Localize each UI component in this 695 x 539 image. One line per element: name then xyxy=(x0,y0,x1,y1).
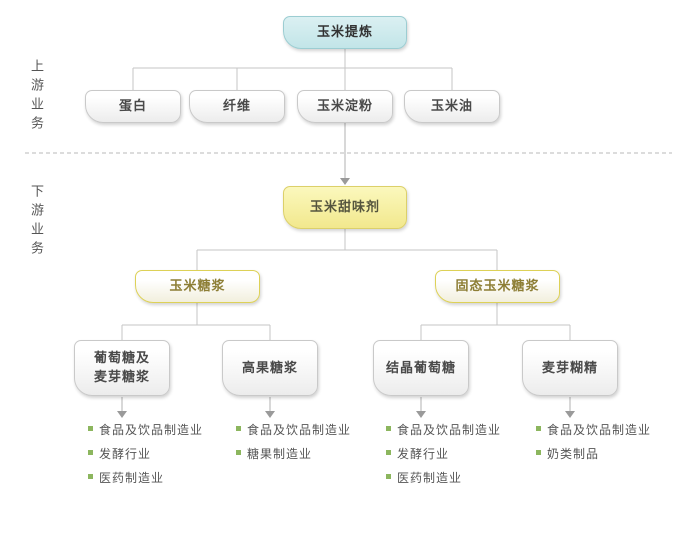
connector-solid-syrup-to-products xyxy=(420,303,571,340)
bullet-icon xyxy=(386,474,391,479)
bullet-icon xyxy=(88,474,93,479)
connector-sweetener-to-syrups xyxy=(196,229,498,270)
bullet-icon xyxy=(386,426,391,431)
node-fiber: 纤维 xyxy=(189,90,285,123)
list-item: 糖果制造业 xyxy=(236,445,376,462)
node-glucose-maltose-syrup: 葡萄糖及 麦芽糖浆 xyxy=(74,340,170,396)
industry-label: 食品及饮品制造业 xyxy=(397,423,502,437)
node-corn-oil: 玉米油 xyxy=(404,90,500,123)
connector-syrup-to-products xyxy=(121,303,271,340)
bullet-icon xyxy=(236,426,241,431)
downstream-section-label: 下游业务 xyxy=(28,184,43,260)
industry-label: 食品及饮品制造业 xyxy=(99,423,204,437)
industry-label: 食品及饮品制造业 xyxy=(547,423,652,437)
list-item: 食品及饮品制造业 xyxy=(236,421,376,438)
upstream-section-label: 上游业务 xyxy=(28,59,43,135)
node-corn-starch: 玉米淀粉 xyxy=(297,90,393,123)
industry-list-glucose-maltose: 食品及饮品制造业 发酵行业 医药制造业 xyxy=(88,421,228,493)
industry-label: 糖果制造业 xyxy=(247,447,313,461)
industry-label: 发酵行业 xyxy=(397,447,450,461)
bullet-icon xyxy=(88,450,93,455)
industry-label: 发酵行业 xyxy=(99,447,152,461)
industry-label: 医药制造业 xyxy=(397,471,463,485)
list-item: 食品及饮品制造业 xyxy=(536,421,676,438)
list-item: 医药制造业 xyxy=(386,469,526,486)
connector-root-to-upstream xyxy=(132,49,453,90)
node-crystalline-glucose: 结晶葡萄糖 xyxy=(373,340,469,396)
node-corn-sweetener: 玉米甜味剂 xyxy=(283,186,407,229)
node-high-fructose-syrup: 高果糖浆 xyxy=(222,340,318,396)
bullet-icon xyxy=(536,450,541,455)
bullet-icon xyxy=(536,426,541,431)
list-item: 发酵行业 xyxy=(386,445,526,462)
list-item: 医药制造业 xyxy=(88,469,228,486)
node-protein: 蛋白 xyxy=(85,90,181,123)
list-item: 食品及饮品制造业 xyxy=(386,421,526,438)
node-maltodextrin: 麦芽糊精 xyxy=(522,340,618,396)
node-solid-corn-syrup: 固态玉米糖浆 xyxy=(435,270,560,303)
bullet-icon xyxy=(88,426,93,431)
list-item: 发酵行业 xyxy=(88,445,228,462)
industry-label: 医药制造业 xyxy=(99,471,165,485)
industry-list-crystalline-glucose: 食品及饮品制造业 发酵行业 医药制造业 xyxy=(386,421,526,493)
arrows-to-industry-lists xyxy=(117,397,575,418)
bullet-icon xyxy=(236,450,241,455)
industry-list-high-fructose: 食品及饮品制造业 糖果制造业 xyxy=(236,421,376,469)
industry-label: 食品及饮品制造业 xyxy=(247,423,352,437)
node-corn-refining: 玉米提炼 xyxy=(283,16,407,49)
industry-list-maltodextrin: 食品及饮品制造业 奶类制品 xyxy=(536,421,676,469)
arrowhead-sweetener xyxy=(340,178,350,185)
list-item: 奶类制品 xyxy=(536,445,676,462)
list-item: 食品及饮品制造业 xyxy=(88,421,228,438)
node-corn-syrup: 玉米糖浆 xyxy=(135,270,260,303)
bullet-icon xyxy=(386,450,391,455)
industry-label: 奶类制品 xyxy=(547,447,600,461)
